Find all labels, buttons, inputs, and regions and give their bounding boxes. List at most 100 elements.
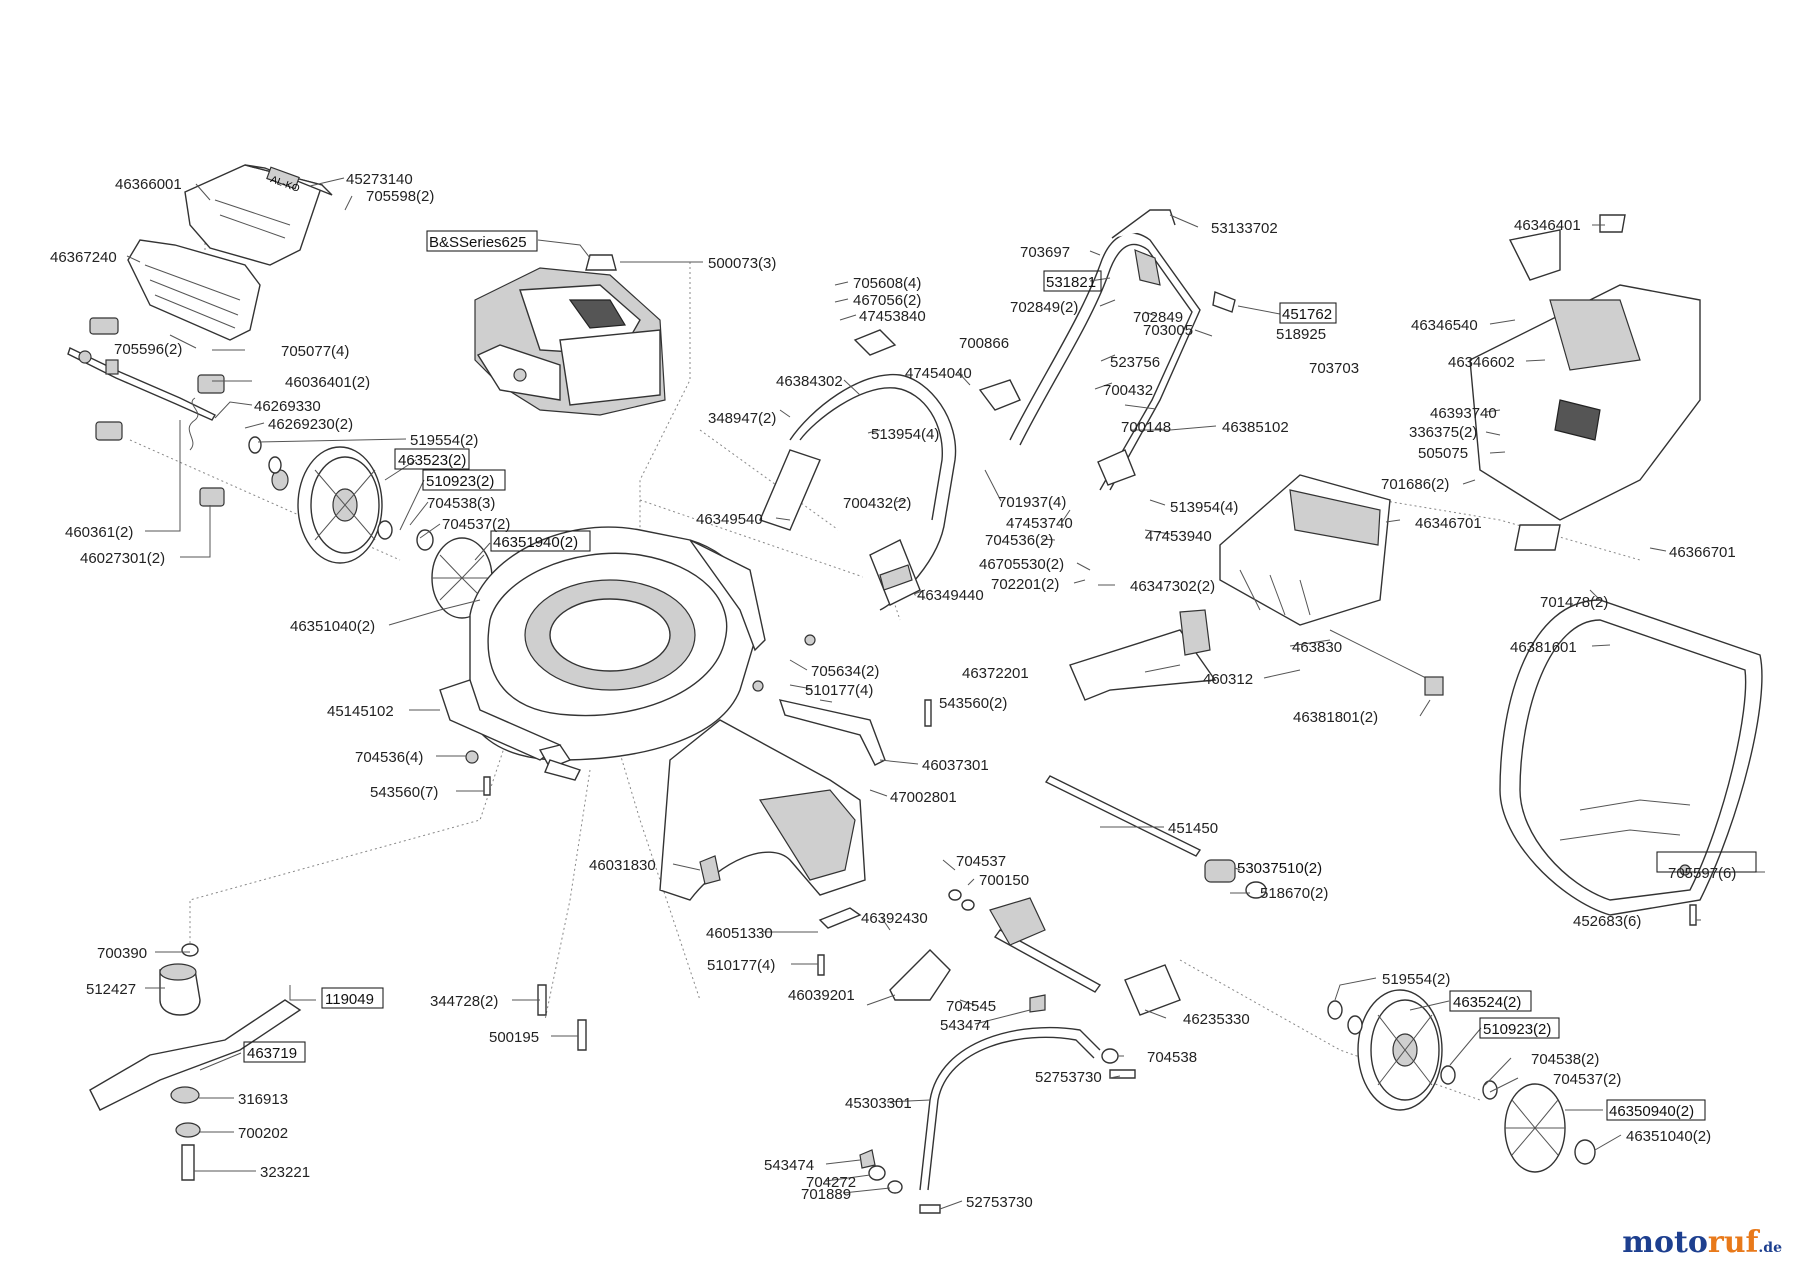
part-label: 704272 — [806, 1174, 856, 1191]
part-label: 460312 — [1203, 671, 1253, 688]
part-label: 705608(4) — [853, 275, 921, 292]
part-label: 705597(6) — [1668, 865, 1736, 882]
part-label: 513954(4) — [871, 426, 939, 443]
part-label: 47002801 — [890, 789, 957, 806]
part-label: 47453740 — [1006, 515, 1073, 532]
watermark-part2: ruf — [1707, 1225, 1759, 1260]
deck-fasteners — [465, 634, 932, 796]
watermark-part1: moto — [1622, 1225, 1708, 1260]
part-label-boxed: 510923(2) — [426, 473, 494, 490]
part-label: 46366701 — [1669, 544, 1736, 561]
part-label: 46385102 — [1222, 419, 1289, 436]
part-label: 500195 — [489, 1029, 539, 1046]
part-label: 704538(3) — [427, 495, 495, 512]
part-label: 702849 — [1133, 309, 1183, 326]
part-label: 702201(2) — [991, 576, 1059, 593]
part-label: 704538 — [1147, 1049, 1197, 1066]
part-label: 705634(2) — [811, 663, 879, 680]
part-label: 704537(2) — [442, 516, 510, 533]
leader-lines — [126, 177, 1765, 1210]
part-label: 705077(4) — [281, 343, 349, 360]
lower-handle — [759, 329, 1021, 611]
part-label: 46366001 — [115, 176, 182, 193]
part-label: 47453940 — [1145, 528, 1212, 545]
part-label: 46392430 — [861, 910, 928, 927]
part-label: 543474 — [764, 1157, 814, 1174]
parts: AL-KO — [67, 164, 1763, 1214]
right-hubcap — [1504, 1083, 1596, 1173]
part-label: 46269330 — [254, 398, 321, 415]
part-label: 500073(3) — [708, 255, 776, 272]
part-label: 700866 — [959, 335, 1009, 352]
part-label: 46031830 — [589, 857, 656, 874]
part-label-boxed: 531821 — [1046, 274, 1096, 291]
part-label: 702849(2) — [1010, 299, 1078, 316]
part-label: 46349540 — [696, 511, 763, 528]
part-label: 701686(2) — [1381, 476, 1449, 493]
part-label: 52753730 — [1035, 1069, 1102, 1086]
part-label: 701478(2) — [1540, 594, 1608, 611]
part-label: 45303301 — [845, 1095, 912, 1112]
part-label: 704536(2) — [985, 532, 1053, 549]
part-label-boxed: B&SSeries625 — [429, 234, 527, 251]
part-label: 46384302 — [776, 373, 843, 390]
catcher-bag — [1499, 599, 1763, 926]
part-label: 46349440 — [917, 587, 984, 604]
part-label: 460361(2) — [65, 524, 133, 541]
height-axle — [67, 317, 225, 507]
catcher-top — [1469, 214, 1701, 551]
blade-assembly — [89, 943, 302, 1181]
watermark-logo: motoruf.de — [1622, 1225, 1782, 1260]
part-label-boxed: 463719 — [247, 1045, 297, 1062]
part-label: 46393740 — [1430, 405, 1497, 422]
top-cover: AL-KO — [184, 164, 333, 266]
part-label: 53133702 — [1211, 220, 1278, 237]
rod-463830 — [1329, 629, 1444, 696]
part-label: 46269230(2) — [268, 416, 353, 433]
part-label: 704545 — [946, 998, 996, 1015]
part-label: 463830 — [1292, 639, 1342, 656]
part-label-boxed: 463524(2) — [1453, 994, 1521, 1011]
part-label: 705596(2) — [114, 341, 182, 358]
part-label: 519554(2) — [410, 432, 478, 449]
part-label: 46346602 — [1448, 354, 1515, 371]
part-label: 46037301 — [922, 757, 989, 774]
part-label: 452683(6) — [1573, 913, 1641, 930]
part-label: 510177(4) — [805, 682, 873, 699]
part-label: 46027301(2) — [80, 550, 165, 567]
part-label: 46346701 — [1415, 515, 1482, 532]
part-label: 344728(2) — [430, 993, 498, 1010]
front-panel — [127, 239, 261, 341]
part-label-boxed: 510923(2) — [1483, 1021, 1551, 1038]
part-label: 45145102 — [327, 703, 394, 720]
part-label: 46381601 — [1510, 639, 1577, 656]
part-label: 705598(2) — [366, 188, 434, 205]
part-label: 518925 — [1276, 326, 1326, 343]
part-label-boxed: 451762 — [1282, 306, 1332, 323]
part-label: 523756 — [1110, 354, 1160, 371]
part-label: 700148 — [1121, 419, 1171, 436]
part-label: 519554(2) — [1382, 971, 1450, 988]
upper-handle — [1009, 209, 1236, 491]
part-label: 543474 — [940, 1017, 990, 1034]
part-label: 510177(4) — [707, 957, 775, 974]
part-label: 46351040(2) — [290, 618, 375, 635]
part-label: 700202 — [238, 1125, 288, 1142]
drive-rod-fasteners — [859, 889, 1136, 1214]
part-label: 336375(2) — [1409, 424, 1477, 441]
part-label: 46347302(2) — [1130, 578, 1215, 595]
part-label: 323221 — [260, 1164, 310, 1181]
left-wheel — [248, 436, 434, 564]
engine — [474, 254, 666, 416]
drive-rod — [919, 929, 1181, 1191]
part-label: 700150 — [979, 872, 1029, 889]
part-label: 518670(2) — [1260, 885, 1328, 902]
deck — [439, 526, 766, 781]
part-label: 512427 — [86, 981, 136, 998]
part-label: 700390 — [97, 945, 147, 962]
part-label: 47453840 — [859, 308, 926, 325]
part-label: 703703 — [1309, 360, 1359, 377]
part-label: 451450 — [1168, 820, 1218, 837]
mulch-insert — [1069, 609, 1217, 701]
